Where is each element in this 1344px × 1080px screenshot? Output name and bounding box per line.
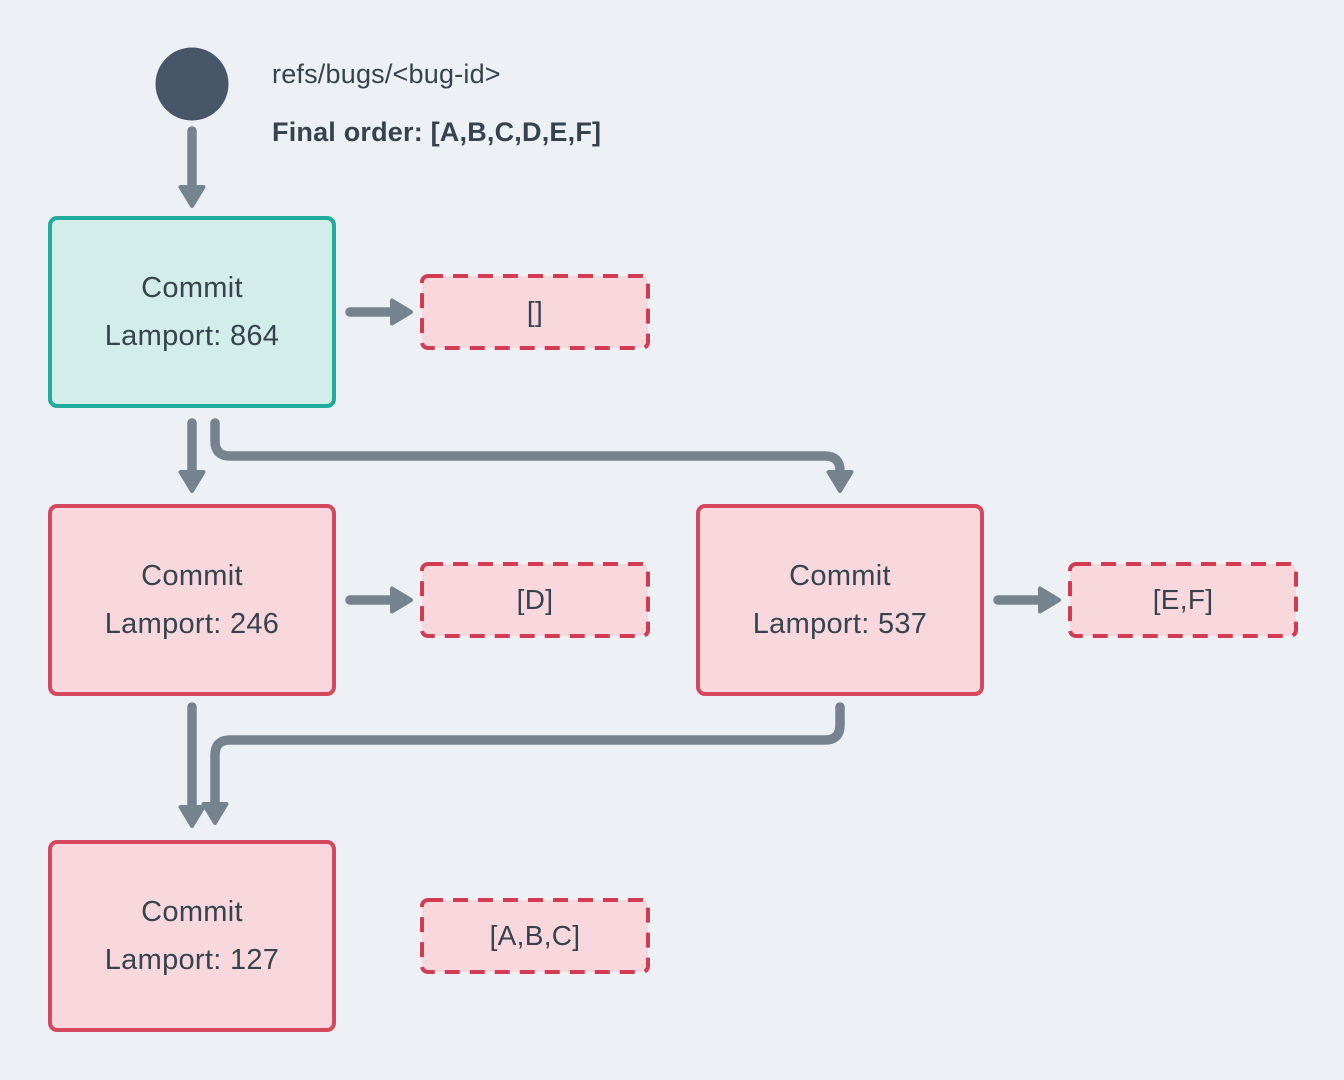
edge-246-to-payload [345, 586, 413, 614]
edge-864-to-payload [345, 298, 413, 326]
ref-label: refs/bugs/<bug-id> [272, 59, 501, 89]
commit-title: Commit [141, 560, 243, 592]
payload-label-empty: [] [526, 296, 544, 327]
commit-node-246: Commit Lamport: 246 [48, 504, 336, 696]
header: refs/bugs/<bug-id> Final order: [A,B,C,D… [272, 58, 601, 148]
commit-node-127: Commit Lamport: 127 [48, 840, 336, 1032]
payload-label-ef: [E,F] [1152, 584, 1214, 615]
edge-864-to-246 [178, 418, 206, 493]
commit-title: Commit [141, 896, 243, 928]
payload-label-d: [D] [516, 584, 554, 615]
commit-lamport: Lamport: 246 [104, 608, 280, 640]
ref-head-circle [155, 47, 229, 121]
commit-node-864: Commit Lamport: 864 [48, 216, 336, 408]
commit-lamport: Lamport: 127 [104, 944, 280, 976]
edge-864-to-537 [210, 418, 854, 493]
edge-ref-to-864 [178, 126, 206, 208]
commit-lamport: Lamport: 864 [104, 320, 280, 352]
edge-537-to-127 [201, 702, 845, 825]
payload-box-empty [420, 274, 650, 350]
edge-537-to-payload [993, 586, 1061, 614]
edge-246-to-127 [178, 702, 206, 828]
commit-node-537: Commit Lamport: 537 [696, 504, 984, 696]
final-order-label: Final order: [A,B,C,D,E,F] [272, 117, 602, 147]
payload-box-ef [1068, 562, 1298, 638]
payload-box-d [420, 562, 650, 638]
commit-lamport: Lamport: 537 [752, 608, 928, 640]
commit-title: Commit [789, 560, 891, 592]
payload-label-abc: [A,B,C] [489, 920, 581, 951]
commit-title: Commit [141, 272, 243, 304]
payload-box-abc [420, 898, 650, 974]
